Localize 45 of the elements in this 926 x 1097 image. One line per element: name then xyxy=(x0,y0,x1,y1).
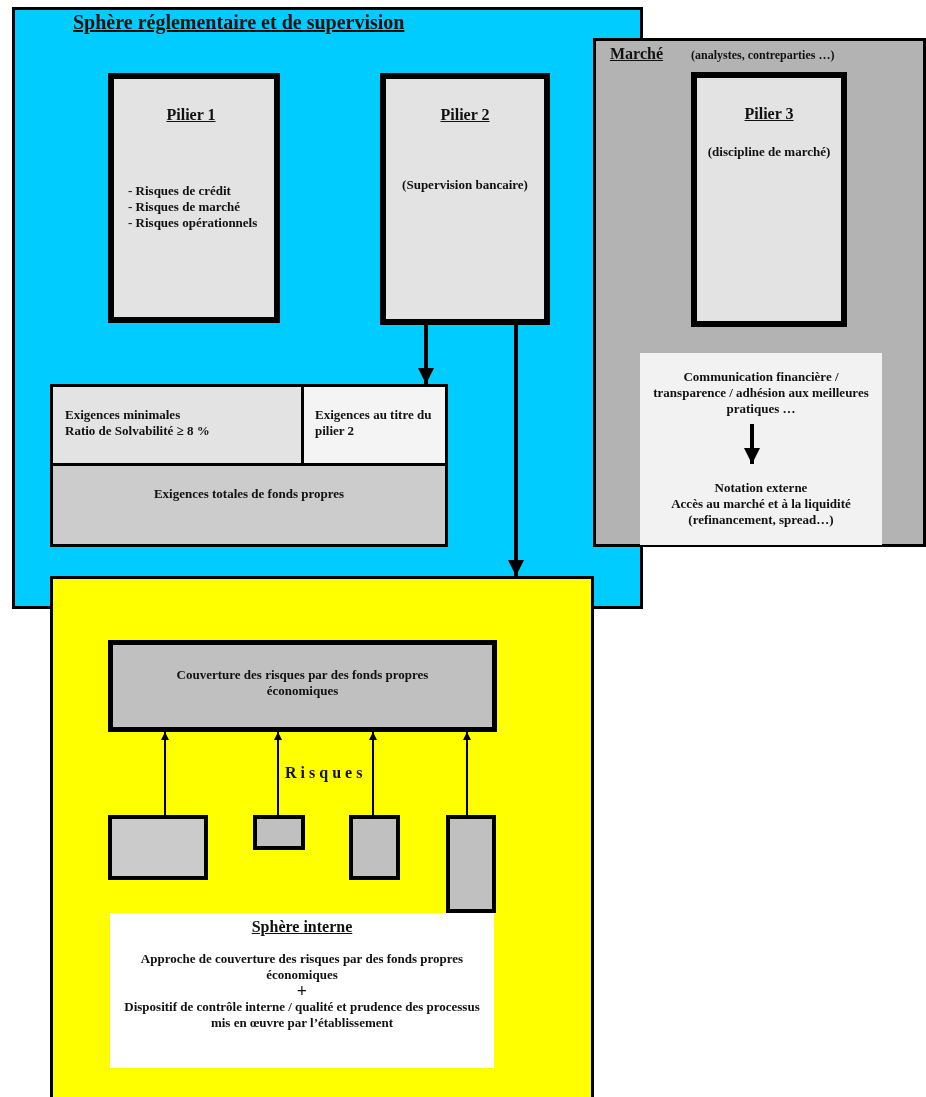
requirement-box xyxy=(50,463,448,547)
region-panel xyxy=(593,38,926,547)
box-text: Exigences minimales xyxy=(65,407,182,423)
box-text: - Risques de marché xyxy=(128,199,242,215)
box-text: + xyxy=(296,983,308,999)
risk-box xyxy=(108,815,208,880)
box-text: (Supervision bancaire) xyxy=(401,177,529,193)
heading: Sphère interne xyxy=(251,917,353,937)
arrow xyxy=(369,731,377,816)
arrow xyxy=(418,325,434,384)
section-label: Risques xyxy=(285,764,367,782)
arrow xyxy=(161,731,169,816)
box-text: - Risques opérationnels xyxy=(128,215,259,231)
arrow xyxy=(744,424,760,464)
requirement-box xyxy=(50,384,304,466)
region-panel xyxy=(50,576,594,1097)
pillar-box xyxy=(108,73,280,323)
risk-box xyxy=(253,815,305,850)
risk-box xyxy=(349,815,400,880)
box-text: Notation externe xyxy=(713,480,809,496)
pillar-box xyxy=(691,72,847,327)
heading: Sphère réglementaire et de supervision xyxy=(73,12,405,32)
heading: Pilier 3 xyxy=(744,104,794,124)
arrow xyxy=(463,731,471,816)
box-text: Accès au marché et à la liquidité (refinancement, spread…) xyxy=(670,496,852,528)
arrow xyxy=(274,731,282,816)
box-text: Couverture des risques par des fonds propres économiques xyxy=(175,667,430,699)
heading: Marché xyxy=(610,44,663,64)
requirement-box xyxy=(301,384,448,466)
info-panel xyxy=(110,913,494,1068)
box-text: Exigences au titre du pilier 2 xyxy=(315,407,433,439)
box-text: Ratio de Solvabilité ≥ 8 % xyxy=(65,423,211,439)
box-text: Communication financière / transparence / adhésion aux meilleures pratiques … xyxy=(652,369,870,417)
coverage-box xyxy=(108,640,497,732)
box-text: Dispositif de contrôle interne / qualité et prudence des processus mis en œuvre par l’établissement xyxy=(123,999,481,1031)
box-text: (discipline de marché) xyxy=(706,144,832,160)
box-text: - Risques de crédit xyxy=(128,183,232,199)
heading: Pilier 2 xyxy=(440,105,490,125)
heading: Pilier 1 xyxy=(166,105,216,125)
pillar-box xyxy=(380,73,550,325)
box-text: Approche de couverture des risques par des fonds propres économiques xyxy=(139,951,465,983)
risk-box xyxy=(446,815,496,913)
arrow xyxy=(508,325,524,576)
box-text: (analystes, contreparties …) xyxy=(691,47,835,63)
box-text: Exigences totales de fonds propres xyxy=(152,486,346,502)
